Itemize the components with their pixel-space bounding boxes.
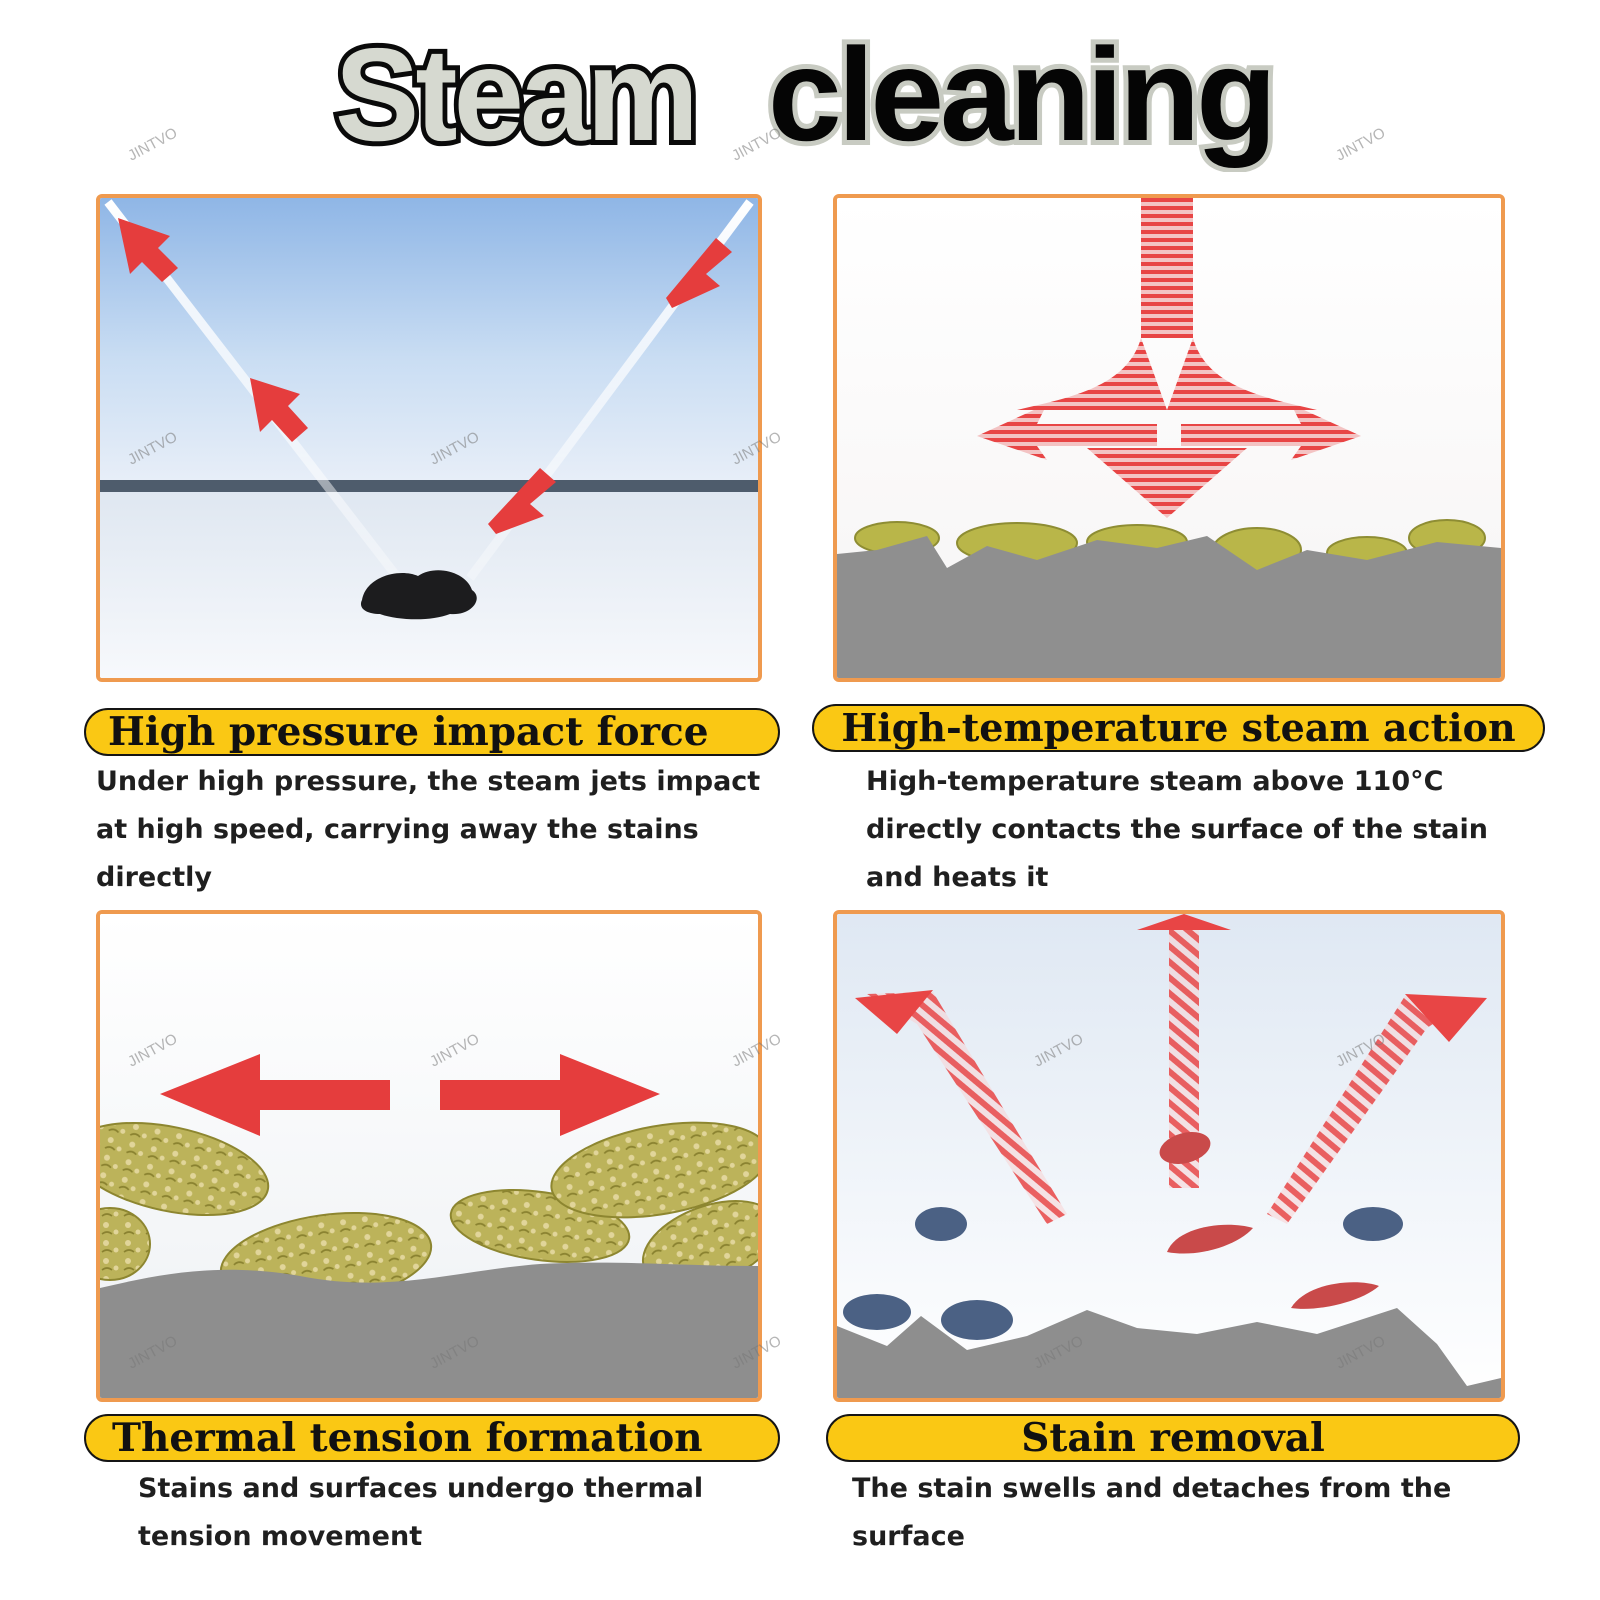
steam-spread-right: [1167, 338, 1317, 410]
blue-particle: [941, 1300, 1013, 1340]
surface-gray: [837, 536, 1501, 678]
description-stain-removal: The stain swells and detaches from the s…: [852, 1473, 1452, 1552]
red-particle: [1291, 1282, 1379, 1309]
label-thermal-tension: Thermal tension formation: [84, 1414, 780, 1462]
illustration-impact: [100, 198, 758, 678]
illustration-removal: [837, 914, 1501, 1398]
steam-column: [1141, 198, 1193, 338]
arrow-right: [1181, 404, 1361, 460]
blue-particles: [843, 1207, 1403, 1340]
title-word-cleaning: cleaning: [768, 22, 1273, 168]
arrow-down: [1087, 448, 1247, 518]
horizon-band: [100, 480, 758, 492]
arrow-up-left: [867, 992, 1067, 1224]
arrow-left: [977, 404, 1157, 460]
illustration-thermal: [100, 914, 758, 1398]
panel-high-pressure: [96, 194, 762, 682]
arrow-up-right: [1267, 996, 1471, 1224]
red-particle: [1159, 1132, 1211, 1164]
stain-flake: [100, 1121, 270, 1217]
arrow-up-left-head: [855, 990, 933, 1034]
arrow-left: [160, 1054, 390, 1136]
arrows-incoming: [488, 238, 732, 534]
blue-particle: [843, 1294, 911, 1330]
panel-thermal-tension: [96, 910, 762, 1402]
stain-flake: [100, 1207, 151, 1281]
stain-flake: [550, 1121, 758, 1219]
description-high-pressure: Under high pressure, the steam jets impa…: [96, 766, 761, 893]
sky-background: [100, 198, 758, 488]
description-high-temperature: High-temperature steam above 110°C direc…: [866, 766, 1489, 893]
label-stain-removal: Stain removal: [826, 1414, 1520, 1462]
arrow-up-right-head: [1405, 994, 1487, 1042]
arrow-up-head: [1137, 914, 1231, 930]
label-high-pressure: High pressure impact force: [84, 708, 780, 756]
arrow-up-left-mid: [250, 378, 308, 442]
main-title: Steam cleaning: [0, 22, 1600, 172]
surface-gray: [837, 1308, 1501, 1398]
arrow-right: [440, 1054, 660, 1136]
arrows-rebound: [118, 218, 308, 442]
arrow-up-left-top: [118, 218, 178, 282]
label-high-temperature: High-temperature steam action: [812, 704, 1545, 752]
description-thermal-tension: Stains and surfaces undergo thermal tens…: [138, 1473, 704, 1552]
red-particle: [1167, 1224, 1253, 1254]
steam-spread-left: [1017, 338, 1167, 410]
arrow-down-left-mid: [488, 468, 556, 534]
surface-gray: [100, 1262, 758, 1398]
arrow-down-left-top: [666, 238, 732, 308]
title-word-steam: Steam: [335, 22, 695, 168]
panel-high-temperature: [833, 194, 1505, 682]
title-art: Steam cleaning: [330, 22, 1282, 172]
red-particles: [1159, 1132, 1379, 1309]
blue-particle: [915, 1207, 967, 1241]
illustration-steam-heat: [837, 198, 1501, 678]
stain-blob: [360, 570, 477, 620]
panel-stain-removal: [833, 910, 1505, 1402]
blue-particle: [1343, 1207, 1403, 1241]
